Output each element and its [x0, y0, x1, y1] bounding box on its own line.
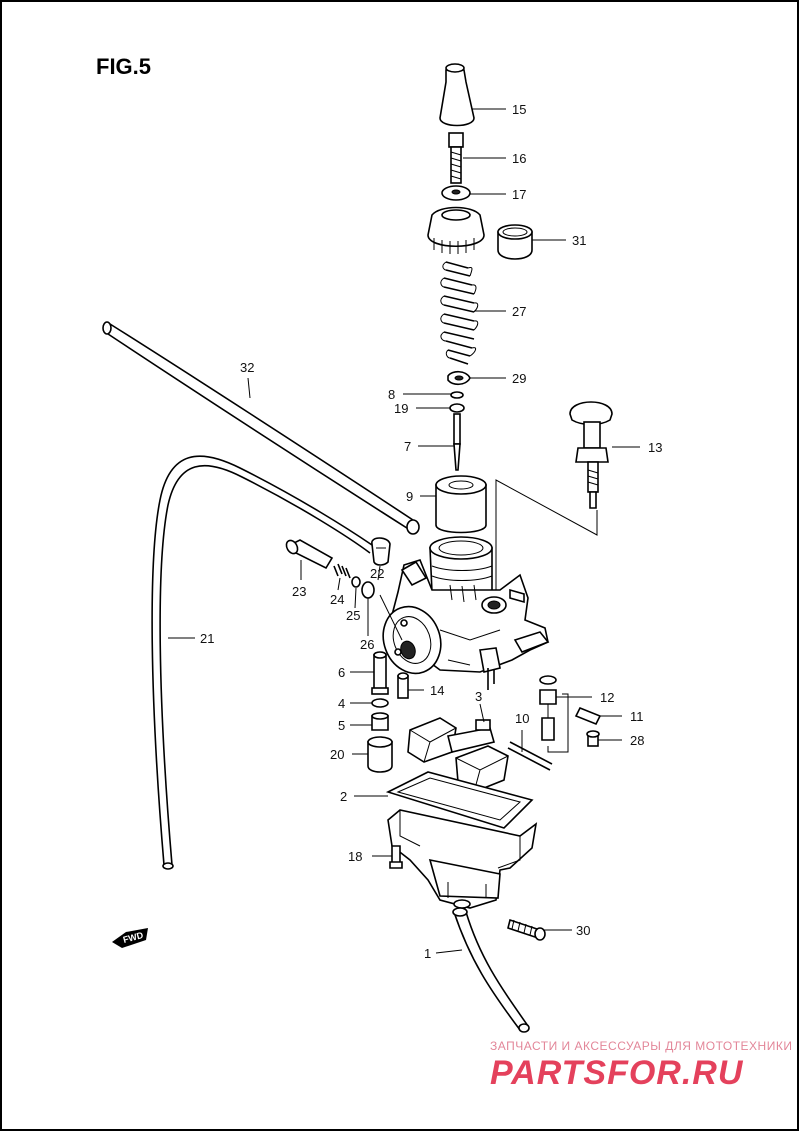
- label-3: 3: [475, 689, 482, 704]
- part-labels: 15 16 17 31 27 29 8 19 7 9 13 32 21 23 2…: [200, 102, 662, 961]
- label-23: 23: [292, 584, 306, 599]
- part-4-washer: [371, 698, 389, 708]
- fwd-arrow-icon: FWD: [112, 928, 148, 948]
- part-9-throttle-valve: [435, 475, 487, 534]
- part-29-needle-clip: [447, 370, 471, 386]
- part-2-float-bowl: [385, 771, 538, 909]
- label-31: 31: [572, 233, 586, 248]
- label-27: 27: [512, 304, 526, 319]
- part-1-drain-hose: [452, 907, 530, 1033]
- label-4: 4: [338, 696, 345, 711]
- part-14-pilot-jet: [397, 672, 409, 699]
- watermark: ЗАПЧАСТИ И АКСЕССУАРЫ ДЛЯ МОТОТЕХНИКИ PA…: [490, 1039, 792, 1092]
- part-8-washer: [450, 391, 464, 399]
- label-15: 15: [512, 102, 526, 117]
- figure-title: FIG.5: [96, 54, 151, 79]
- leader-lines: [168, 108, 640, 954]
- label-9: 9: [406, 489, 413, 504]
- part-28-screw: [586, 730, 600, 747]
- label-29: 29: [512, 371, 526, 386]
- part-3-float: [407, 717, 509, 793]
- label-16: 16: [512, 151, 526, 166]
- part-5-main-jet: [371, 712, 389, 731]
- part-17-lock-nut: [441, 185, 471, 201]
- part-15-cable-cap: [439, 63, 475, 127]
- label-32: 32: [240, 360, 254, 375]
- watermark-brand: PARTSFOR.RU: [490, 1054, 744, 1092]
- part-23-air-screw: [285, 539, 334, 570]
- label-18: 18: [348, 849, 362, 864]
- label-19: 19: [394, 401, 408, 416]
- part-27-throttle-spring: [440, 261, 479, 365]
- label-14: 14: [430, 683, 444, 698]
- part-25-washer: [351, 576, 361, 588]
- label-12: 12: [600, 690, 614, 705]
- part-31-rubber-cap: [497, 224, 533, 260]
- part-21-overflow-tube: [151, 455, 373, 870]
- label-1: 1: [424, 946, 431, 961]
- carburetor-top-cap: [427, 206, 485, 254]
- label-28: 28: [630, 733, 644, 748]
- label-25: 25: [346, 608, 360, 623]
- label-8: 8: [388, 387, 395, 402]
- leader-12-bracket: [547, 693, 569, 753]
- label-21: 21: [200, 631, 214, 646]
- label-10: 10: [515, 711, 529, 726]
- watermark-caption: ЗАПЧАСТИ И АКСЕССУАРЫ ДЛЯ МОТОТЕХНИКИ: [490, 1039, 792, 1053]
- part-26-o-ring: [361, 581, 375, 599]
- part-18-screw: [389, 845, 403, 869]
- label-2: 2: [340, 789, 347, 804]
- label-20: 20: [330, 747, 344, 762]
- part-20-jet-cover: [367, 736, 393, 773]
- part-6-main-jet-holder: [371, 651, 389, 695]
- part-30-drain-screw: [507, 918, 546, 941]
- label-22: 22: [370, 566, 384, 581]
- label-17: 17: [512, 187, 526, 202]
- part-13-starter-plunger: [569, 401, 613, 509]
- label-11: 11: [630, 709, 644, 724]
- part-24-spring: [333, 563, 351, 579]
- part-19-clip: [449, 403, 465, 413]
- part-16-cable-adjuster: [448, 132, 464, 184]
- label-7: 7: [404, 439, 411, 454]
- label-30: 30: [576, 923, 590, 938]
- part-12-needle-valve: [539, 675, 557, 741]
- part-7-jet-needle: [453, 413, 461, 471]
- carburetor-body: [379, 536, 550, 690]
- part-11-retainer: [574, 706, 602, 726]
- label-6: 6: [338, 665, 345, 680]
- part-22-clamp: [371, 537, 391, 566]
- label-5: 5: [338, 718, 345, 733]
- part-10-float-pin: [507, 741, 553, 771]
- label-26: 26: [360, 637, 374, 652]
- leader-13: [495, 479, 598, 590]
- label-13: 13: [648, 440, 662, 455]
- label-24: 24: [330, 592, 344, 607]
- part-32-vent-tube: [102, 321, 420, 535]
